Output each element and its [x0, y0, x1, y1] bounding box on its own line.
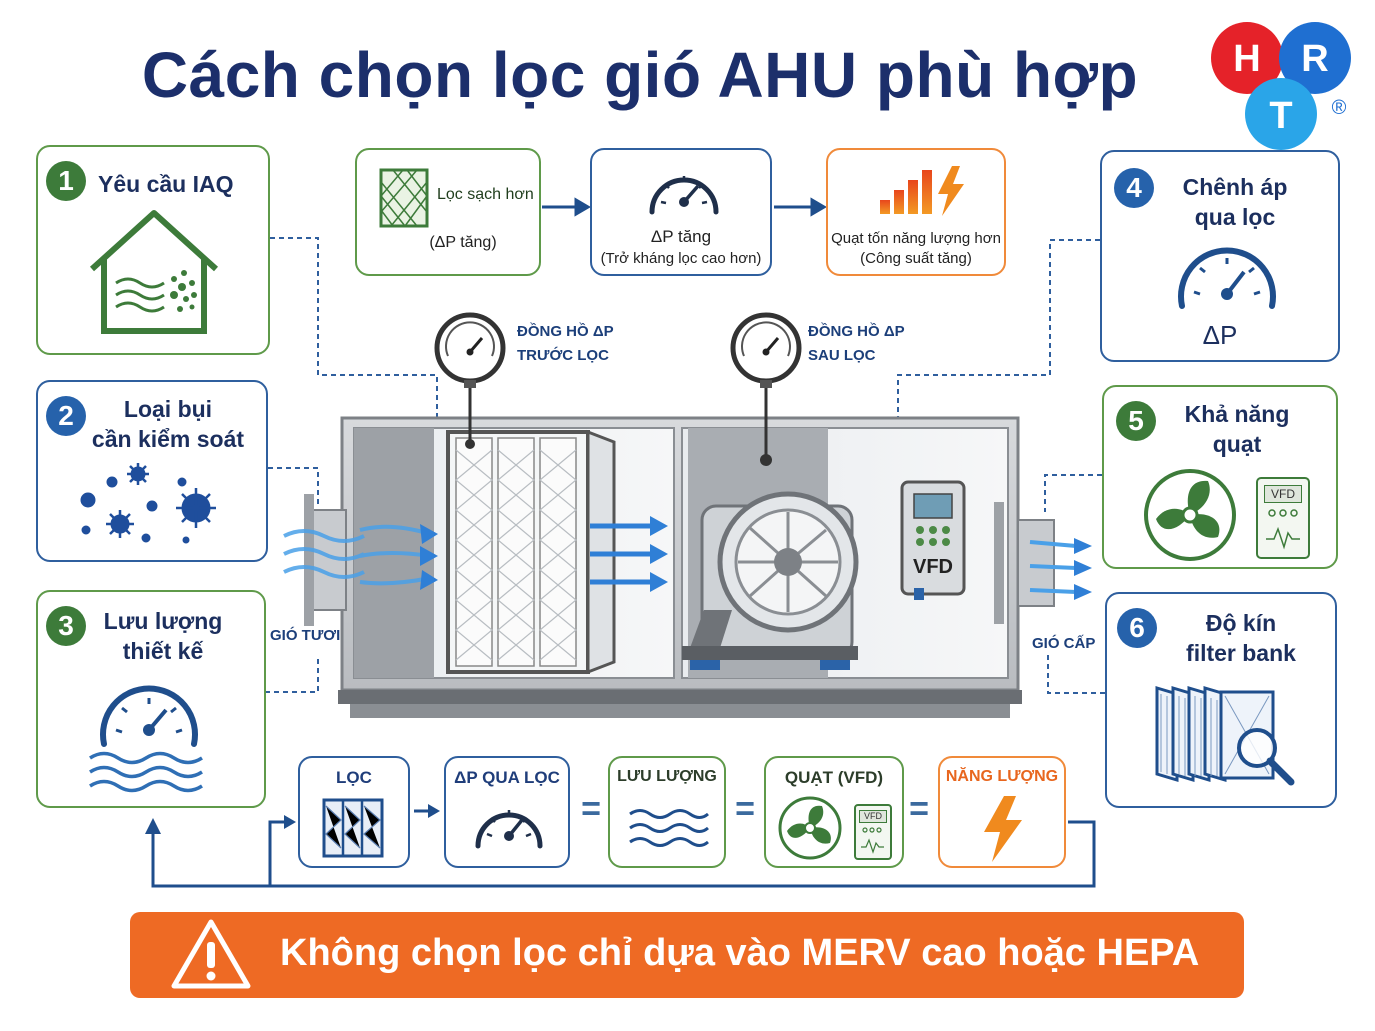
factor-title: Loại bụi cần kiểm soát — [88, 394, 248, 454]
chain-label: Quạt tốn năng lượng hơn — [831, 230, 1001, 247]
warning-icon — [171, 919, 251, 989]
vfd-mini-label: VFD — [1264, 485, 1302, 503]
chain-label: ΔP tăng — [650, 227, 712, 246]
vfd-mini-panel: VFD — [1256, 477, 1310, 559]
bottom-label: LƯU LƯỢNG — [617, 768, 717, 785]
vfd-mini-controls — [861, 827, 884, 854]
equals-sign: = — [581, 790, 601, 828]
gauge-airflow-icon — [89, 685, 203, 793]
filter-icon — [322, 798, 384, 858]
bottom-pressure-drop: ΔP QUA LỌC — [444, 756, 570, 868]
factor-title-line: quạt — [1212, 431, 1262, 457]
factor-number: 3 — [46, 606, 86, 646]
vfd-mini-panel: VFD — [854, 804, 892, 860]
bottom-label: LỌC — [336, 768, 372, 787]
filter-magnifier-icon — [1155, 685, 1295, 786]
gauge-before-line: ĐỒNG HỒ ΔP — [517, 323, 614, 340]
factor-number: 6 — [1117, 608, 1157, 648]
factor-card-airflow: 3 Lưu lượng thiết kế — [36, 590, 266, 808]
bottom-label: ΔP QUA LỌC — [454, 768, 560, 787]
factor-card-filter-bank: 6 Độ kín filter bank — [1105, 592, 1337, 808]
vfd-mini-label: VFD — [859, 810, 887, 823]
vfd-mini-controls — [1266, 509, 1300, 550]
dust-particles-icon — [80, 463, 216, 544]
chain-label: Lọc sạch hơn — [437, 186, 534, 203]
logo-letter-h: H — [1233, 38, 1260, 80]
factor-title-line: Loại bụi — [123, 396, 213, 422]
gauge-icon — [475, 810, 543, 849]
factor-title-line: cần kiểm soát — [91, 426, 245, 452]
filter-icon — [379, 168, 429, 228]
factor-title-line: thiết kế — [122, 638, 204, 664]
factor-card-pressure-drop: 4 Chênh áp qua lọc ΔP — [1100, 150, 1340, 362]
equals-sign: = — [735, 790, 755, 828]
factor-title: Khả năng quạt — [1162, 399, 1312, 459]
factor-title: Chênh áp qua lọc — [1160, 172, 1310, 232]
factor-title: Lưu lượng thiết kế — [88, 606, 238, 666]
outlet-label: GIÓ CẤP — [1032, 635, 1096, 652]
inlet-label: GIÓ TƯƠI — [270, 627, 341, 644]
bottom-fan-vfd: QUẠT (VFD) VFD — [764, 756, 904, 868]
factor-title-line: Độ kín — [1205, 610, 1277, 636]
gauge-before-line: TRƯỚC LỌC — [517, 347, 609, 364]
gauge-icon — [649, 176, 719, 215]
chain-pressure-increase: ΔP tăng (Trở kháng lọc cao hơn) — [590, 148, 772, 276]
gauge-before-label: ĐỒNG HỒ ΔP TRƯỚC LỌC — [517, 320, 614, 368]
gauge-label: ΔP — [1202, 320, 1238, 350]
warning-banner: Không chọn lọc chỉ dựa vào MERV cao hoặc… — [130, 912, 1244, 998]
chain-cleaner-filter: Lọc sạch hơn (ΔP tăng) — [355, 148, 541, 276]
lightning-icon — [984, 796, 1022, 862]
gauge-after-label: ĐỒNG HỒ ΔP SAU LỌC — [808, 320, 905, 368]
logo-letter-r: R — [1301, 38, 1328, 80]
airflow-arrows-middle — [590, 523, 652, 585]
chain-fan-energy: Quạt tốn năng lượng hơn (Công suất tăng) — [826, 148, 1006, 276]
page-title: Cách chọn lọc gió AHU phù hợp — [141, 39, 1139, 111]
factor-number: 2 — [46, 396, 86, 436]
logo-registered: ® — [1332, 97, 1347, 119]
equals-sign: = — [909, 790, 929, 828]
gauge-icon — [1178, 247, 1276, 309]
factor-number: 5 — [1116, 401, 1156, 441]
factor-title: Độ kín filter bank — [1161, 608, 1321, 668]
factor-title-line: qua lọc — [1194, 204, 1276, 230]
factor-title: Yêu cầu IAQ — [98, 171, 234, 197]
house-air-icon — [89, 210, 219, 334]
bottom-label: NĂNG LƯỢNG — [945, 768, 1059, 785]
gauge-after-line: SAU LỌC — [808, 347, 876, 364]
energy-bars-icon — [880, 166, 964, 216]
chain-sub: (ΔP tăng) — [429, 234, 497, 251]
airflow-arrows-outlet — [1029, 540, 1077, 594]
bottom-airflow: LƯU LƯỢNG — [608, 756, 726, 868]
fan-icon — [1144, 469, 1236, 561]
vfd-label: VFD — [913, 556, 953, 578]
logo-letter-t: T — [1269, 95, 1292, 137]
factor-title-line: filter bank — [1186, 640, 1296, 666]
factor-title-line: Lưu lượng — [103, 608, 223, 634]
hrt-logo-graphic: H R T ® — [1211, 22, 1351, 150]
airflow-waves-icon — [629, 809, 709, 847]
factor-card-fan-capacity: 5 Khả năng quạt VFD — [1102, 385, 1338, 569]
warning-text: Không chọn lọc chỉ dựa vào MERV cao hoặc… — [280, 932, 1200, 974]
factor-card-dust: 2 Loại bụi cần kiểm soát — [36, 380, 268, 562]
factor-title-line: Khả năng — [1184, 401, 1290, 427]
factor-number: 1 — [46, 161, 86, 201]
factor-title-line: Chênh áp — [1182, 174, 1288, 200]
factor-number: 4 — [1114, 168, 1154, 208]
gauge-after-line: ĐỒNG HỒ ΔP — [808, 323, 905, 340]
hrt-logo: H R T ® — [1205, 18, 1365, 158]
fan-icon — [778, 796, 842, 860]
bottom-filter: LỌC — [298, 756, 410, 868]
factor-card-iaq: 1 Yêu cầu IAQ — [36, 145, 270, 355]
bottom-energy: NĂNG LƯỢNG — [938, 756, 1066, 868]
chain-sub: (Trở kháng lọc cao hơn) — [600, 250, 762, 267]
bottom-label: QUẠT (VFD) — [784, 768, 884, 787]
chain-sub: (Công suất tăng) — [860, 250, 972, 267]
ahu-unit — [283, 312, 1092, 718]
